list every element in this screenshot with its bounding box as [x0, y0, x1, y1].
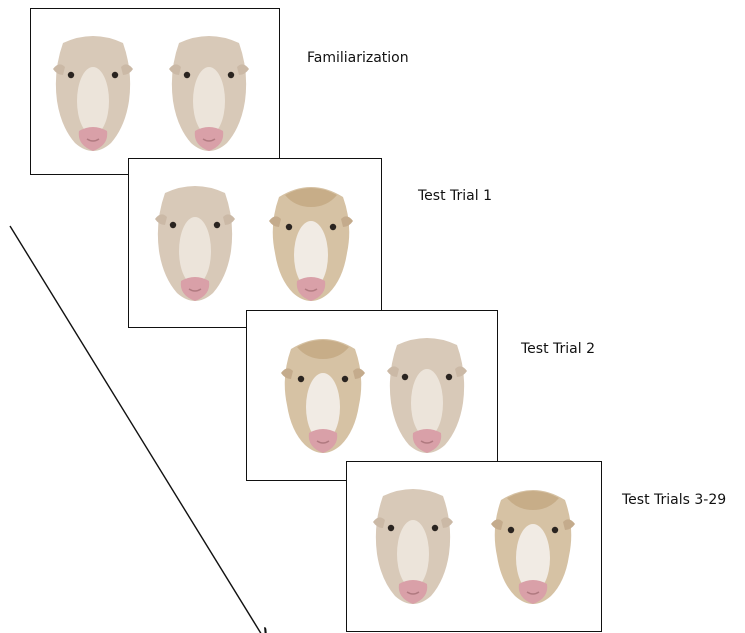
sheep-face-icon	[369, 484, 457, 614]
sheep-face-icon	[489, 484, 577, 614]
test-trial-1-panel	[128, 158, 382, 328]
step-label-test-trial-1: Test Trial 1	[418, 188, 492, 204]
test-trial-2-panel	[246, 310, 498, 481]
familiarization-panel	[30, 8, 280, 175]
sheep-face-icon	[165, 31, 253, 161]
sheep-face-icon	[383, 333, 471, 463]
sheep-face-icon	[49, 31, 137, 161]
sheep-face-icon	[151, 181, 239, 311]
step-label-test-trials-3-29: Test Trials 3-29	[622, 492, 726, 508]
step-label-familiarization: Familiarization	[307, 50, 409, 66]
sheep-face-icon	[267, 181, 355, 311]
test-trials-3-29-panel	[346, 461, 602, 632]
sheep-face-icon	[279, 333, 367, 463]
step-label-test-trial-2: Test Trial 2	[521, 341, 595, 357]
